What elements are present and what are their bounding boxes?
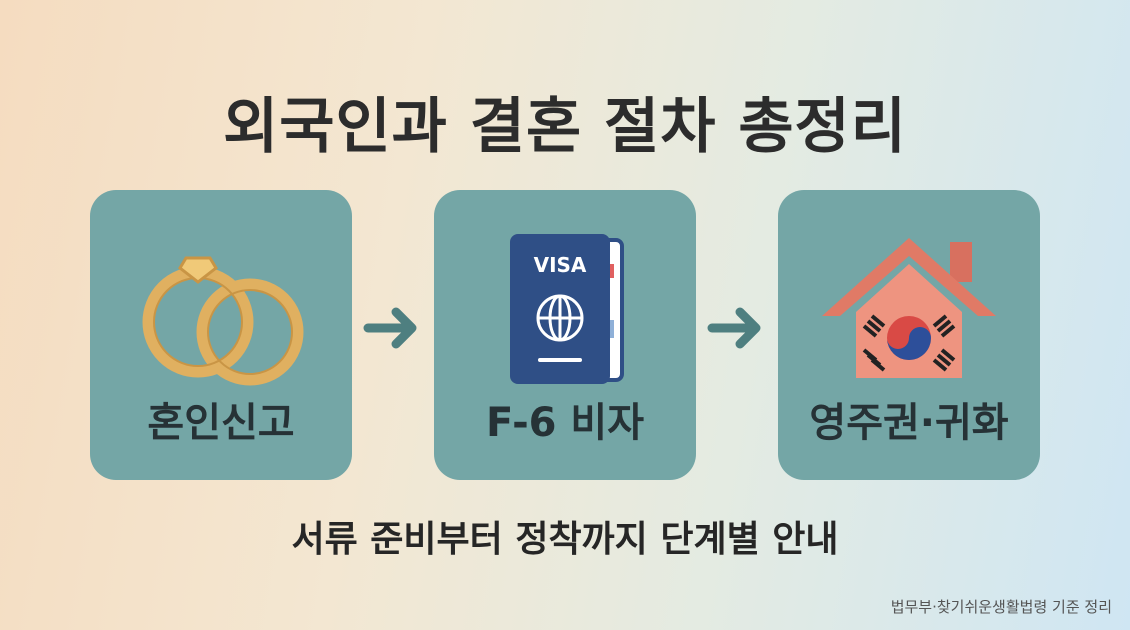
step-card-f6-visa: VISA F-6 비자: [434, 190, 696, 480]
source-footnote: 법무부·찾기쉬운생활법령 기준 정리: [890, 598, 1112, 616]
page-title: 외국인과 결혼 절차 총정리: [223, 92, 907, 162]
wedding-rings-icon: [142, 256, 304, 386]
step-label: 영주권·귀화: [809, 400, 1009, 446]
passport-visa-icon: VISA: [510, 234, 624, 384]
arrow-right-icon: [707, 307, 761, 349]
korean-flag-house-icon: [822, 238, 996, 378]
arrow-right-icon: [363, 307, 417, 349]
passport-visa-text: VISA: [534, 253, 587, 277]
subtitle: 서류 준비부터 정착까지 단계별 안내: [291, 519, 839, 560]
step-label: F-6 비자: [485, 400, 645, 446]
step-card-permanent-residency: 영주권·귀화: [778, 190, 1040, 480]
step-label: 혼인신고: [147, 400, 295, 446]
step-card-marriage-registration: 혼인신고: [90, 190, 352, 480]
